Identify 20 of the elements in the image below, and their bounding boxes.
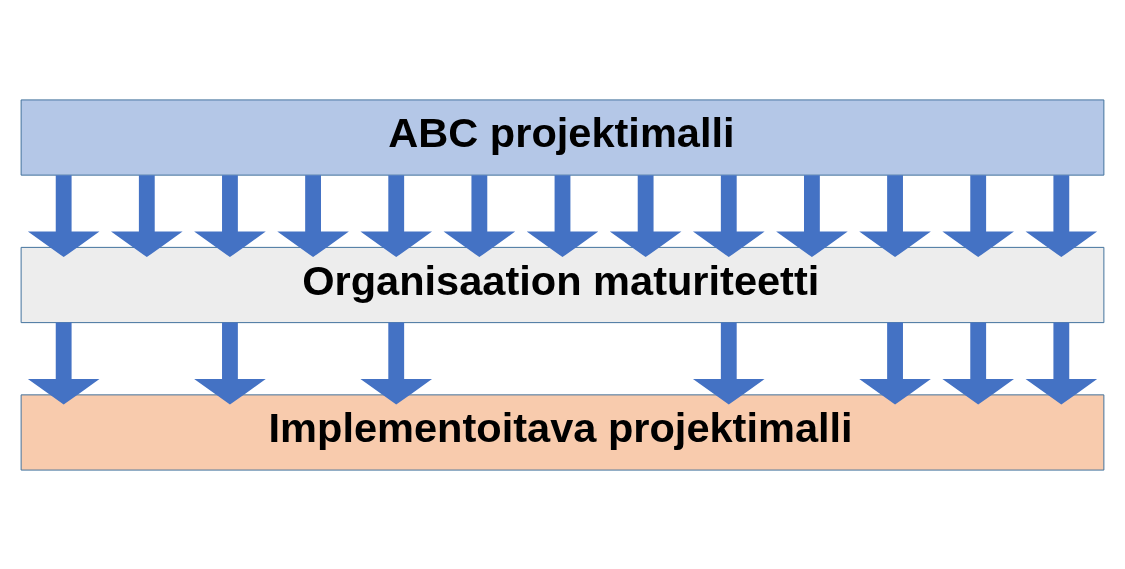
arrow xyxy=(692,174,765,257)
arrow xyxy=(27,174,100,257)
arrow xyxy=(776,174,848,257)
arrow xyxy=(194,174,266,257)
arrow xyxy=(194,322,266,405)
arrow xyxy=(942,322,1014,405)
arrow xyxy=(1025,322,1098,405)
arrow xyxy=(443,174,516,257)
arrow xyxy=(277,174,349,257)
arrow xyxy=(859,322,931,405)
arrow xyxy=(692,322,765,405)
arrow xyxy=(27,322,100,405)
arrow xyxy=(859,174,931,257)
arrow xyxy=(360,322,433,405)
arrow xyxy=(111,174,183,257)
arrow xyxy=(609,174,682,257)
arrow xyxy=(360,174,433,257)
arrow xyxy=(526,174,599,257)
arrow xyxy=(1025,174,1098,257)
arrow xyxy=(942,174,1014,257)
